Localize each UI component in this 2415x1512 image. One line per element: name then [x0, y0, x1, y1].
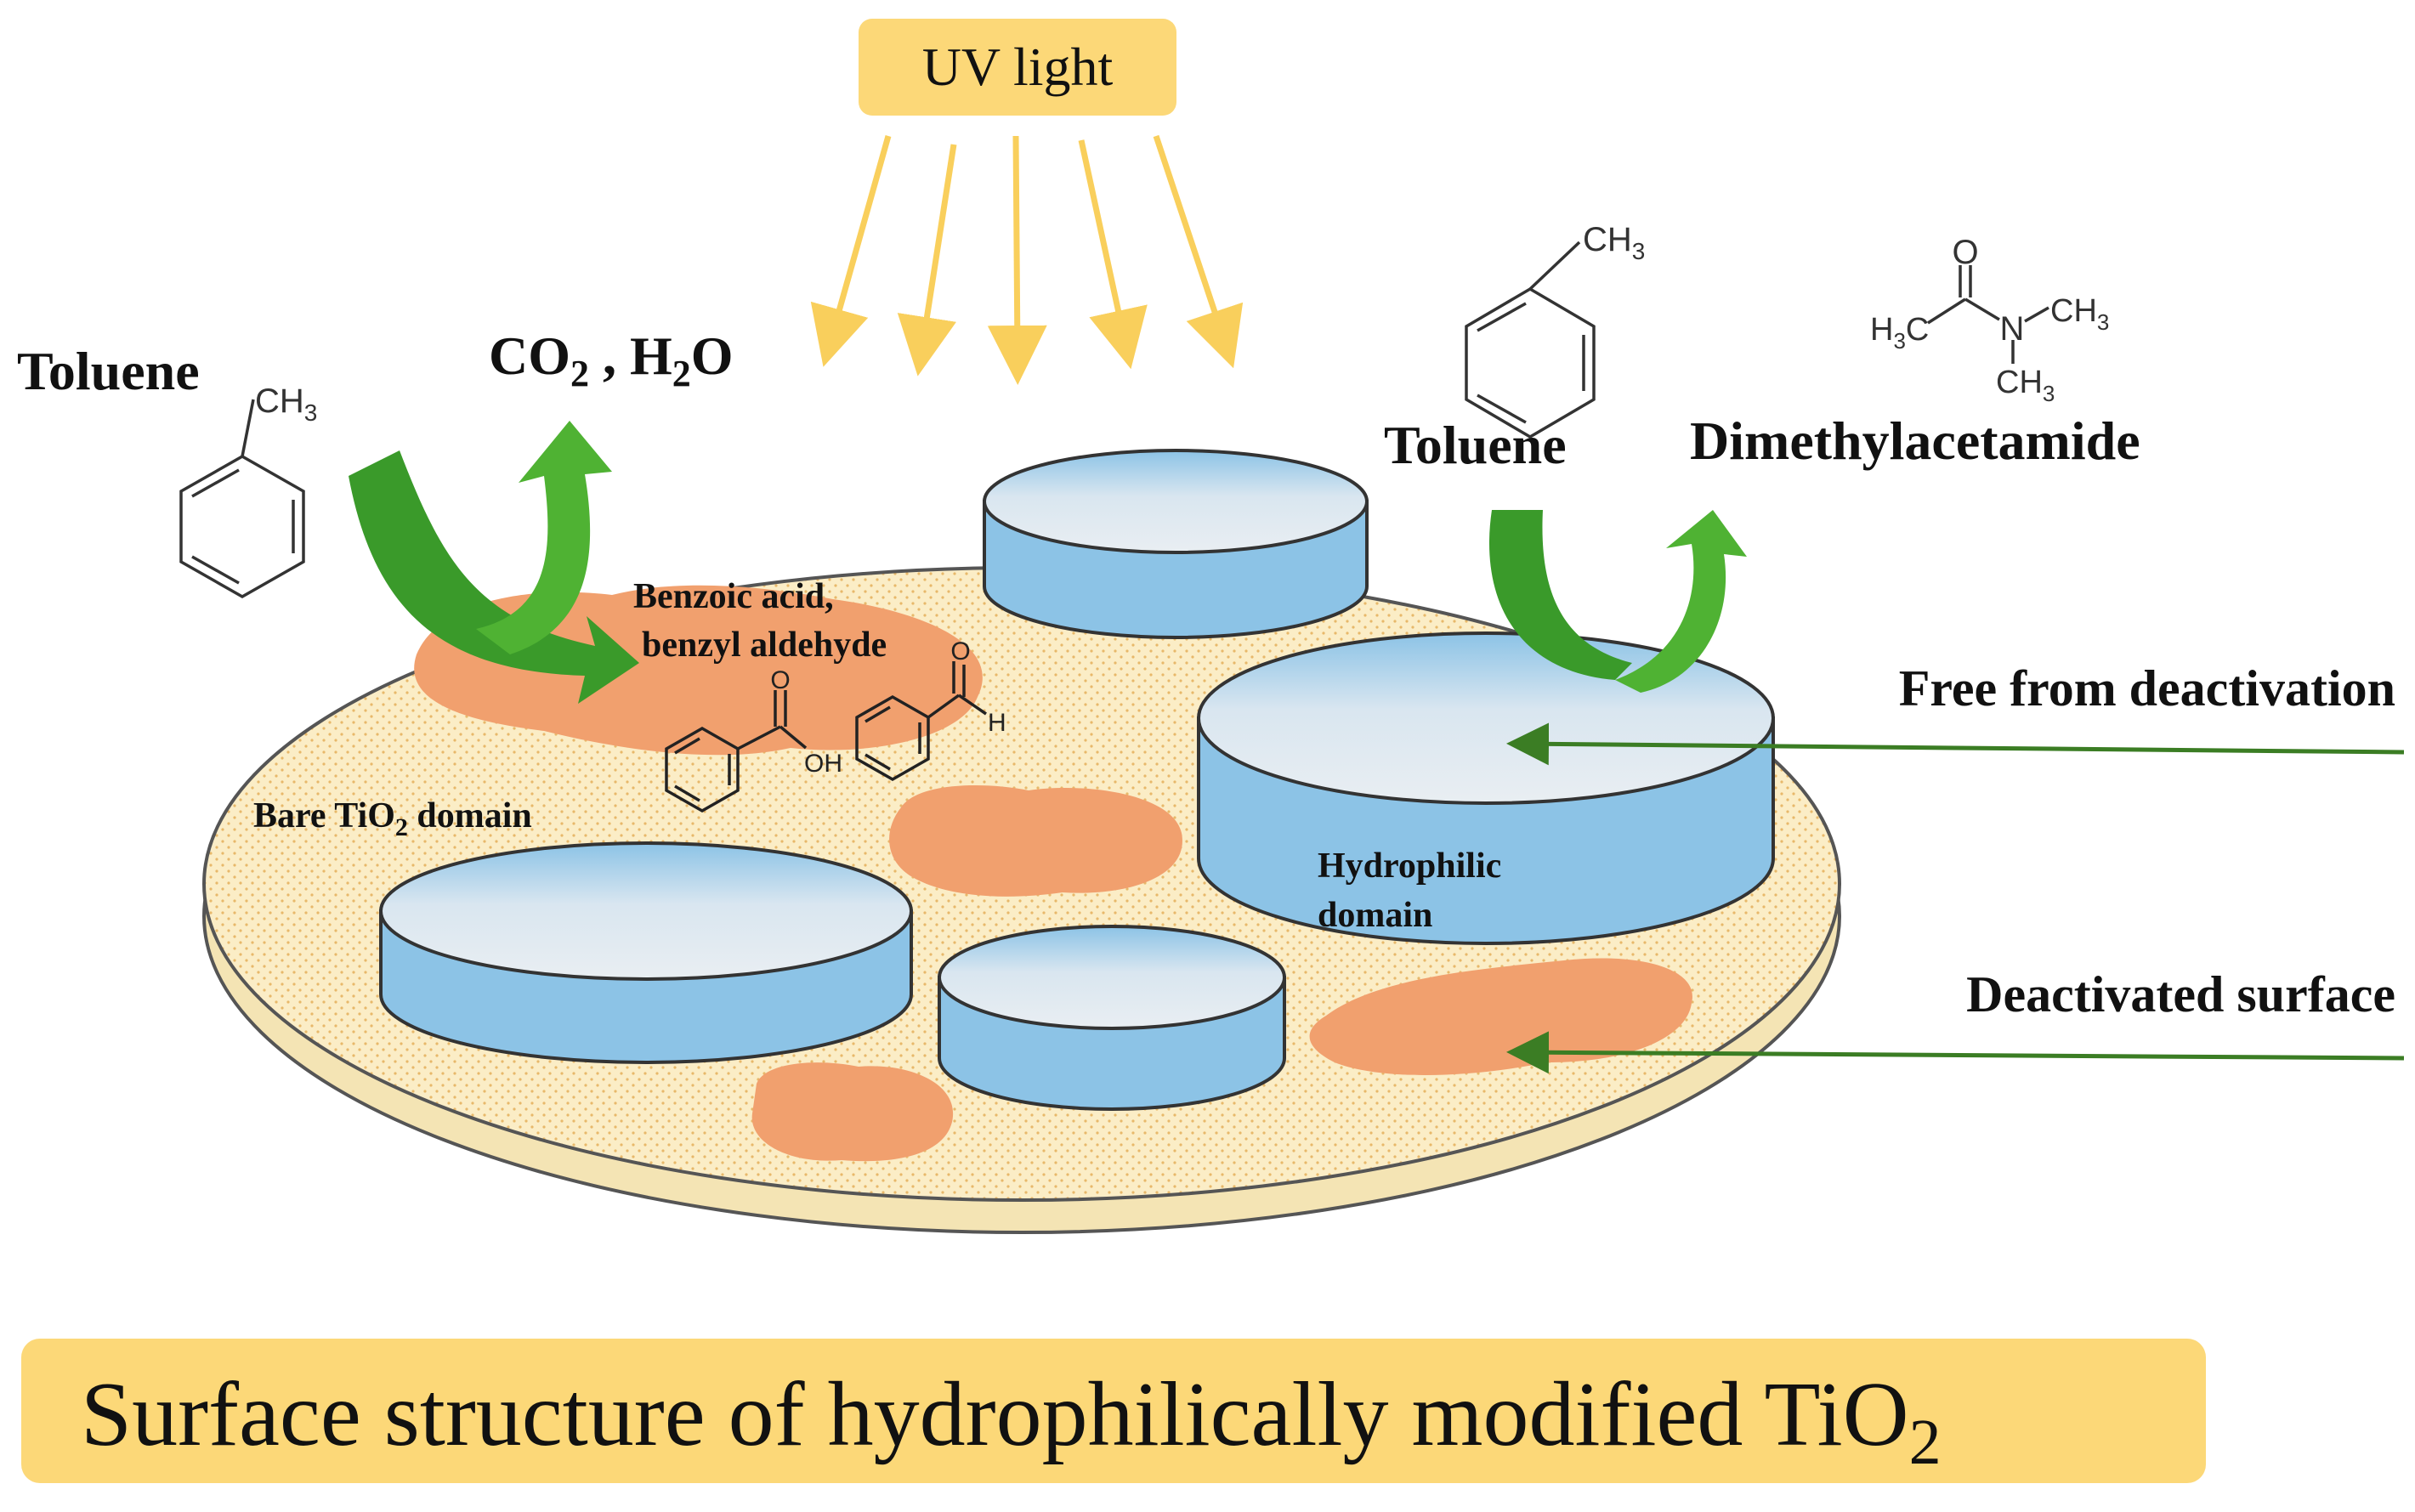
bare-tio2-label: Bare TiO2 domain	[253, 796, 532, 841]
ch3-label: CH3	[1583, 221, 1645, 264]
ch3-label: CH3	[255, 382, 317, 426]
uv-light-label: UV light	[859, 19, 1176, 116]
pointer-arrows	[1506, 722, 2405, 1074]
benzoic-acid-structure: O OH	[665, 666, 842, 813]
uv-ray-arrow	[987, 135, 1047, 385]
intermediates-label-line1: Benzoic acid,	[633, 577, 834, 616]
ch3-label: CH3	[2050, 293, 2109, 335]
stain-area	[1309, 958, 1692, 1075]
amide-n-label: N	[2000, 310, 2025, 348]
carbonyl-o-label: O	[1952, 234, 1978, 271]
aldehyde-h-label: H	[988, 709, 1006, 737]
hydrophilic-cylinder	[379, 841, 913, 1064]
toluene-structure-left: CH3	[179, 382, 317, 599]
h3c-label: H3C	[1870, 312, 1929, 354]
stain-area	[889, 785, 1182, 897]
hydrophilic-cylinder	[983, 449, 1369, 639]
dimethylacetamide-label: Dimethylacetamide	[1690, 411, 2140, 471]
right-toluene-label: Toluene	[1384, 415, 1567, 475]
title-text: Surface structure of hydrophilically mod…	[81, 1364, 1942, 1478]
title-banner: Surface structure of hydrophilically mod…	[21, 1339, 2206, 1483]
free-pointer-arrow	[1506, 722, 2405, 766]
green-curved-arrow	[1488, 510, 1632, 680]
stain-area	[751, 1062, 954, 1162]
free-from-deactivation-label: Free from deactivation	[1899, 660, 2395, 716]
aldehyde-o-label: O	[950, 637, 970, 665]
left-reaction-arrows	[349, 421, 639, 704]
ch3-label: CH3	[1996, 365, 2055, 406]
green-curved-arrow	[476, 421, 612, 654]
uv-light-text: UV light	[922, 37, 1114, 97]
left-toluene-label: Toluene	[17, 341, 200, 401]
hydrophilic-label-line1: Hydrophilic	[1318, 847, 1501, 886]
hydrophilic-cylinder	[938, 925, 1286, 1111]
hydrophilic-cylinder	[1197, 631, 1775, 945]
deactivated-stains	[414, 585, 1692, 1162]
left-products-label: CO2 , H2O	[489, 326, 734, 394]
oh-label: OH	[804, 750, 842, 778]
dimethylacetamide-structure: O N H3C CH3 CH3	[1870, 234, 2109, 406]
right-reaction-arrows	[1488, 510, 1747, 693]
deactivated-surface-label: Deactivated surface	[1966, 966, 2395, 1022]
green-curved-arrow	[349, 450, 639, 704]
uv-ray-arrow	[1153, 134, 1244, 369]
toluene-structure-right: CH3	[1465, 221, 1645, 439]
uv-ray-arrow	[810, 135, 892, 367]
hydrophilic-label-line2: domain	[1318, 896, 1432, 935]
uv-ray-arrow	[1078, 139, 1148, 370]
acid-o-label: O	[770, 666, 790, 694]
deactivated-pointer-arrow	[1506, 1031, 2405, 1074]
benzaldehyde-structure: O H	[855, 637, 1006, 782]
intermediates-label-line2: benzyl aldehyde	[642, 626, 887, 665]
uv-ray-arrow	[897, 144, 957, 377]
stain-area	[414, 585, 983, 756]
uv-rays	[810, 134, 1244, 385]
green-curved-arrow	[1615, 510, 1747, 693]
